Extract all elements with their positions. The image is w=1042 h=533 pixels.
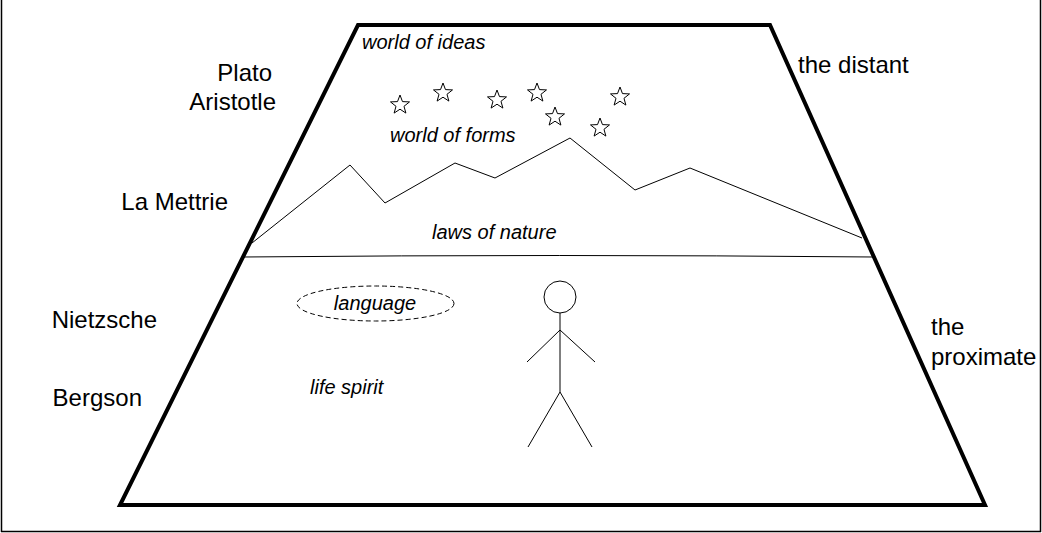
region-text: laws of nature [432,221,557,244]
philosopher-name: La Mettrie [121,187,228,217]
trapezoid-border [120,25,985,505]
stick-figure [527,281,595,447]
star [527,83,546,101]
figure-body [560,313,561,392]
figure-arm [527,330,560,362]
figure-leg [528,392,560,447]
figure-arm [560,330,595,362]
star [610,87,629,105]
side-label: the distant [798,50,909,80]
frame-line [1,0,3,532]
side-label: the proximate [931,312,1037,372]
star [590,118,609,136]
region-text: life spirit [310,376,383,399]
dashed-ellipse: language [296,285,455,322]
frame-line [1040,0,1042,532]
ellipse-border [297,286,454,321]
horizon-line [243,256,874,258]
star [487,90,506,108]
star [545,107,564,125]
figure-head [544,281,576,313]
region-text: world of forms [390,124,516,147]
frame-line [1,531,1041,533]
figure-leg [560,392,592,447]
star [390,95,409,113]
star [433,83,452,101]
philosopher-name: Aristotle [189,87,276,117]
philosopher-name: Nietzsche [52,305,157,335]
region-text: world of ideas [362,31,485,54]
philosopher-name: Plato [217,58,272,88]
philosopher-name: Bergson [53,383,142,413]
mountain-line [252,138,862,243]
ellipse-text: language [334,292,416,315]
